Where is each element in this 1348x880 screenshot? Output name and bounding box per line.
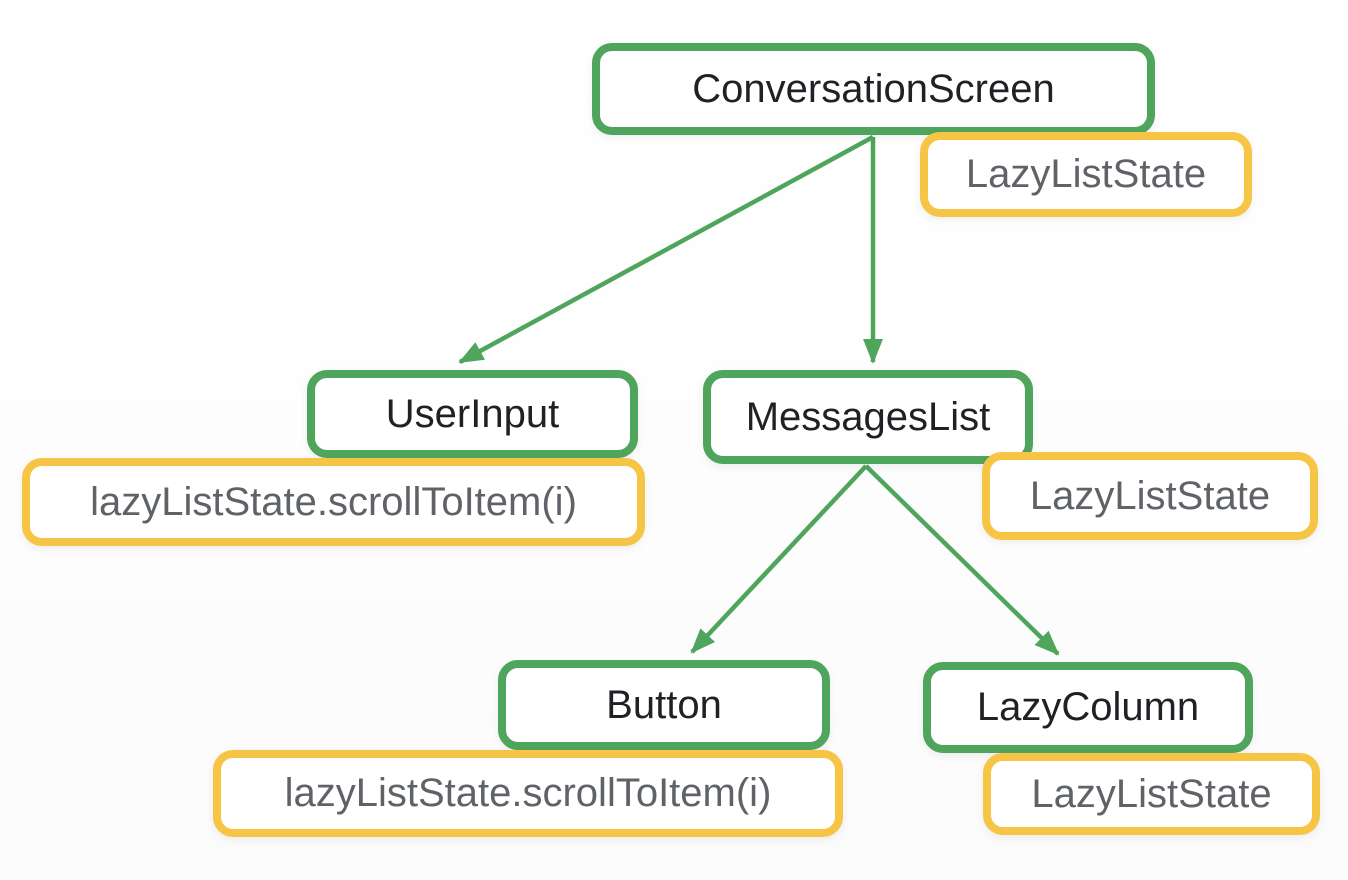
state-badge-messages-list: LazyListState — [982, 452, 1318, 540]
edge-messageslist-button — [690, 464, 868, 654]
node-conversation-screen-label: ConversationScreen — [692, 66, 1055, 111]
event-badge-user-input: lazyListState.scrollToItem(i) — [22, 458, 645, 546]
node-user-input-label: UserInput — [385, 391, 560, 436]
node-lazy-column-label: LazyColumn — [976, 685, 1200, 729]
state-badge-messages-list-label: LazyListState — [1029, 473, 1271, 518]
node-messages-list: MessagesList — [703, 370, 1033, 464]
node-conversation-screen: ConversationScreen — [592, 43, 1155, 135]
node-lazy-column: LazyColumn — [923, 662, 1253, 753]
state-badge-conversation-screen: LazyListState — [920, 132, 1252, 217]
node-button: Button — [498, 660, 830, 750]
edge-conversationscreen-userinput — [458, 135, 875, 364]
state-badge-conversation-screen-label: LazyListState — [965, 152, 1207, 196]
node-button-label: Button — [606, 682, 722, 727]
state-badge-lazy-column: LazyListState — [983, 753, 1320, 835]
event-badge-button: lazyListState.scrollToItem(i) — [213, 750, 843, 837]
node-user-input: UserInput — [307, 370, 638, 458]
edge-messageslist-lazycolumn — [864, 464, 1060, 656]
node-messages-list-label: MessagesList — [745, 394, 991, 439]
event-badge-user-input-label: lazyListState.scrollToItem(i) — [90, 479, 577, 524]
event-badge-button-label: lazyListState.scrollToItem(i) — [284, 771, 772, 815]
state-badge-lazy-column-label: LazyListState — [1031, 771, 1272, 816]
